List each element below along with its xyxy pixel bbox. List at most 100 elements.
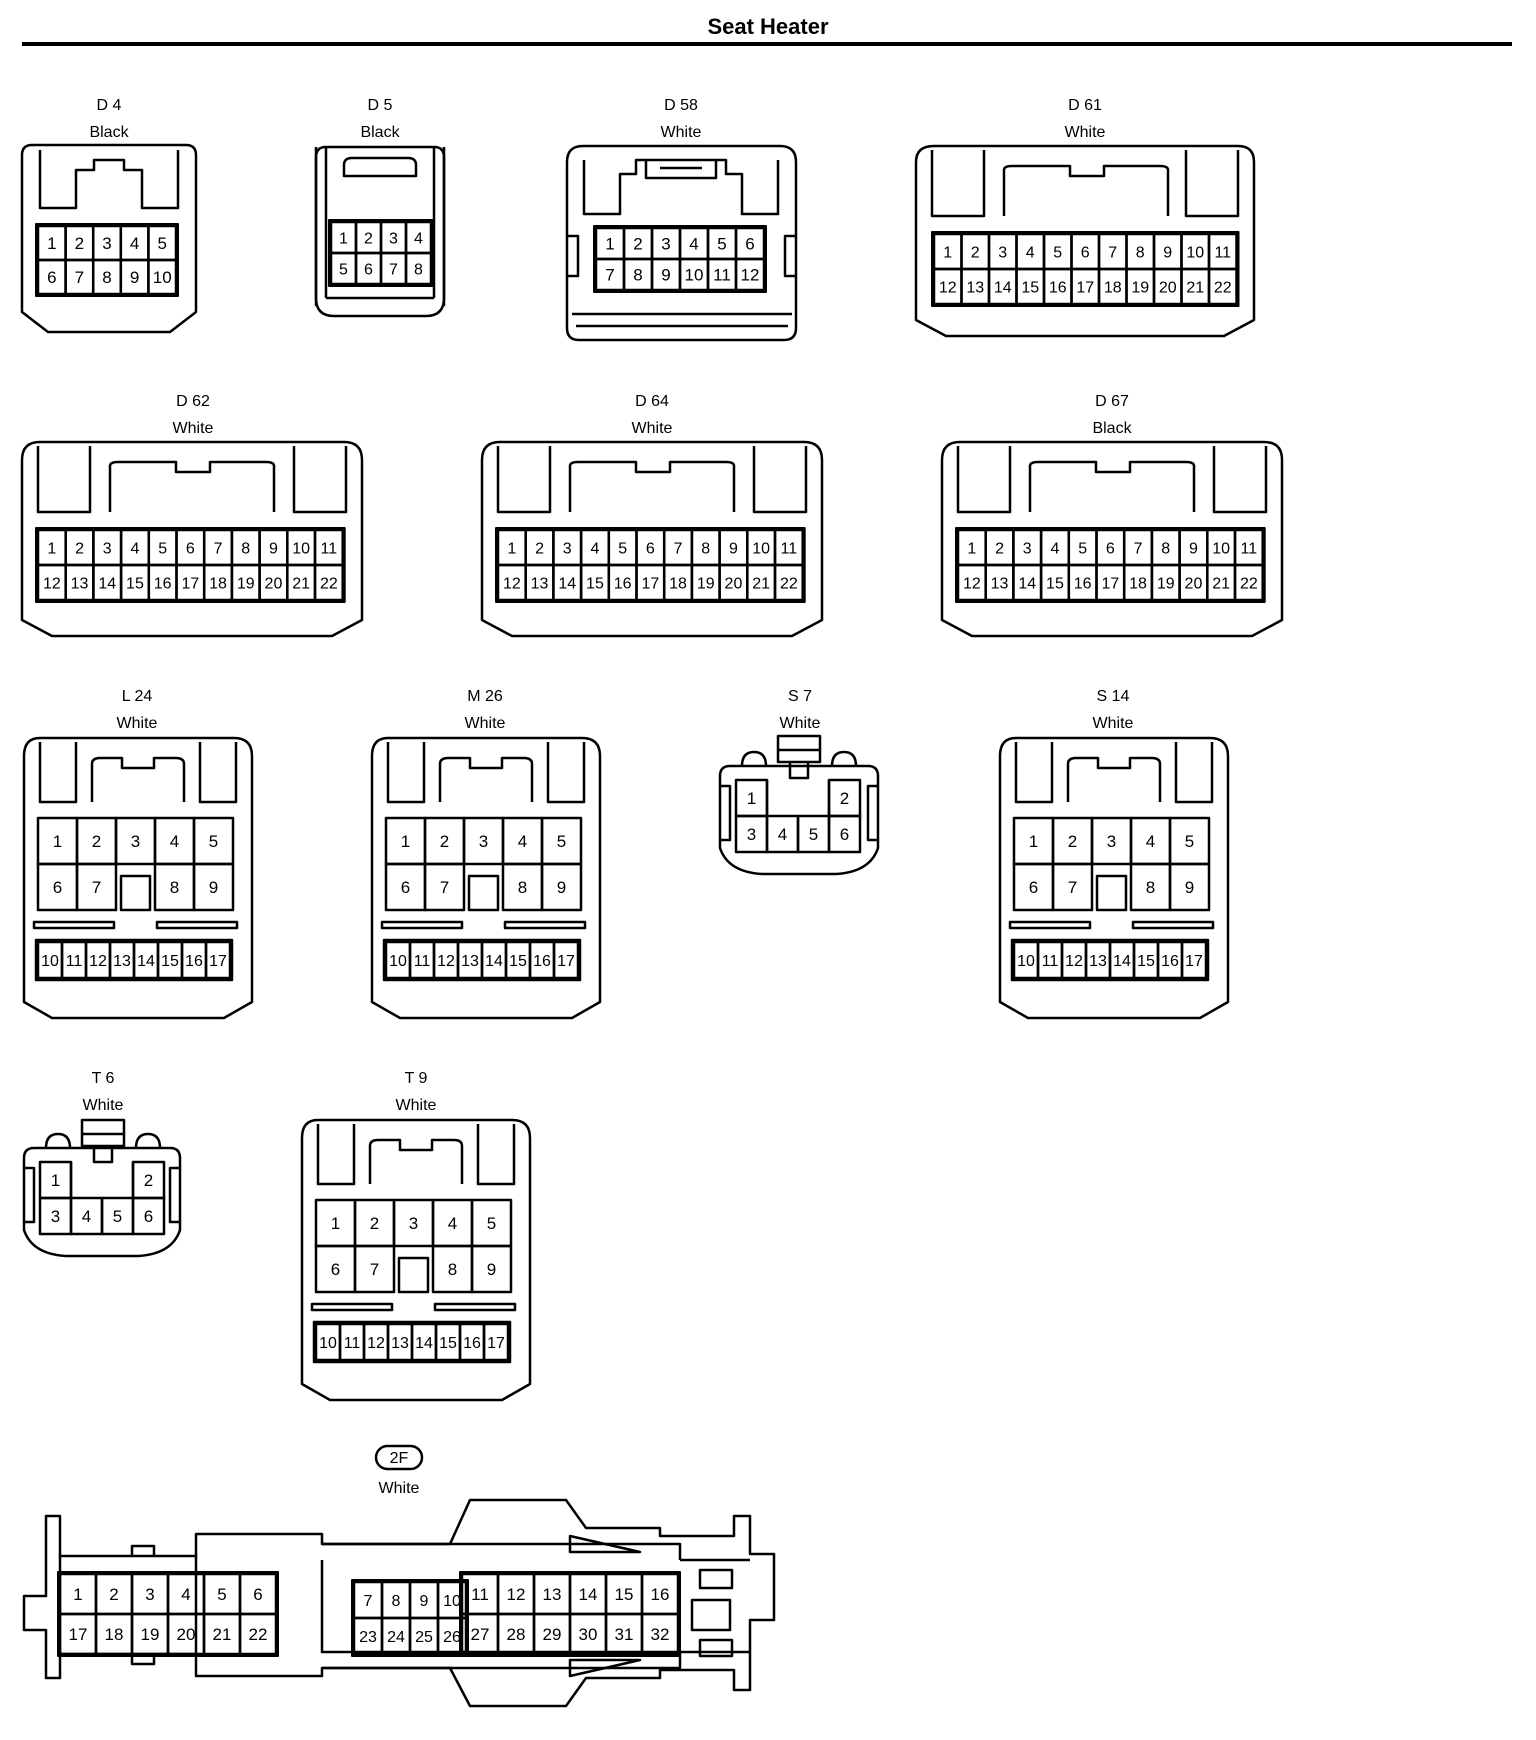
- connector-latch-inner: [644, 160, 718, 180]
- pin-number: 7: [370, 1260, 379, 1279]
- pin-box: [131, 1196, 166, 1236]
- pin-number: 27: [471, 1625, 490, 1644]
- pin-number: 16: [614, 576, 632, 593]
- pin-number: 9: [130, 268, 139, 287]
- pin-cell: 17: [482, 1322, 510, 1362]
- connector-latch: [930, 150, 1240, 218]
- pin-number: 6: [1081, 245, 1090, 262]
- pin-number: 22: [249, 1625, 268, 1644]
- pin-cell: 9: [1178, 528, 1209, 567]
- pin-cell: 1: [734, 778, 769, 818]
- pin-number: 2: [633, 235, 642, 254]
- pin-number: 4: [170, 832, 179, 851]
- pin-cell: 22: [773, 563, 804, 602]
- pin-cell: 10: [746, 528, 777, 567]
- keyway: [397, 1256, 430, 1294]
- pin-number: 16: [154, 576, 172, 593]
- pin-number: 4: [82, 1207, 91, 1226]
- pin-cell: 3: [1090, 816, 1133, 866]
- pin-number: 2: [995, 541, 1004, 558]
- pin-number: 29: [543, 1625, 562, 1644]
- pin-number: 16: [1161, 953, 1179, 970]
- connector-side-rail: [720, 784, 878, 842]
- pin-frame: [34, 938, 234, 982]
- pin-box: [313, 563, 344, 602]
- pin-number: 14: [98, 576, 116, 593]
- pin-number: 15: [126, 576, 144, 593]
- connector-latch: [386, 742, 586, 804]
- pin-cell: 3: [987, 232, 1018, 271]
- pin-cell: 10: [1206, 528, 1237, 567]
- pin-cell: 6: [238, 1572, 278, 1616]
- pin-cell: 1: [58, 1572, 98, 1616]
- pin-number: 3: [563, 541, 572, 558]
- pin-number: 20: [1159, 280, 1177, 297]
- pin-number: 3: [661, 235, 670, 254]
- connector-code: 2F: [390, 1450, 409, 1467]
- pin-number: 9: [729, 541, 738, 558]
- pin-cell: 15: [504, 940, 532, 980]
- pin-number: 10: [1186, 245, 1204, 262]
- pin-number: 1: [47, 541, 56, 558]
- pin-cell: 23: [352, 1616, 384, 1656]
- pin-number: 6: [1029, 878, 1038, 897]
- pin-number: 18: [1129, 576, 1147, 593]
- pin-cell: 1: [36, 224, 67, 262]
- pin-frame: [35, 223, 179, 297]
- pin-number: 12: [503, 576, 521, 593]
- pin-cell: 5: [147, 528, 178, 567]
- pin-cell: 14: [552, 563, 583, 602]
- pin-number: 7: [92, 878, 101, 897]
- pin-cell: 21: [1180, 267, 1211, 306]
- pin-number: 15: [439, 1335, 457, 1352]
- pin-cell: 17: [175, 563, 206, 602]
- pin-number: 13: [461, 953, 479, 970]
- pin-number: 1: [339, 231, 348, 248]
- pin-cell: 18: [94, 1612, 134, 1656]
- pin-cell: 5: [1042, 232, 1073, 271]
- pin-number: 7: [389, 262, 398, 279]
- pin-cell: 18: [662, 563, 694, 602]
- pin-cell: 15: [119, 563, 151, 602]
- pin-number: 14: [1113, 953, 1131, 970]
- pin-number: 10: [41, 953, 59, 970]
- connector-code: T 9: [405, 1070, 428, 1087]
- pin-number: 16: [463, 1335, 481, 1352]
- pin-number: 13: [543, 1585, 562, 1604]
- pin-number: 5: [339, 262, 348, 279]
- pin-cell: 22: [238, 1612, 278, 1656]
- pin-number: 6: [53, 878, 62, 897]
- pin-cell: 5: [470, 1198, 513, 1248]
- pin-cell: 9: [1152, 232, 1183, 271]
- pin-cell: 13: [386, 1322, 414, 1362]
- pin-number: 8: [414, 262, 423, 279]
- pin-number: 30: [579, 1625, 598, 1644]
- connector-color: White: [1065, 124, 1106, 141]
- pin-number: 17: [1101, 576, 1119, 593]
- pin-cell: 5: [147, 224, 178, 262]
- pin-frame: [593, 225, 767, 293]
- pin-cell: 9: [650, 257, 682, 292]
- pin-number: 13: [1089, 953, 1107, 970]
- pin-number: 13: [71, 576, 89, 593]
- pin-cell: 19: [1150, 563, 1181, 602]
- pin-frame: [931, 231, 1240, 307]
- connector-ear: [740, 750, 858, 767]
- connector-tab: [130, 1544, 156, 1666]
- pin-number: 9: [420, 1593, 429, 1610]
- pin-number: 9: [1163, 245, 1172, 262]
- pin-cell: 16: [180, 940, 208, 980]
- connector-code: L 24: [122, 688, 153, 705]
- pin-cell: 5: [540, 816, 583, 866]
- pin-cell: 3: [734, 814, 769, 854]
- pin-number: 5: [487, 1214, 496, 1233]
- pin-number: 7: [1108, 245, 1117, 262]
- pin-cell: 20: [1152, 267, 1183, 306]
- pin-cell: 8: [380, 1580, 412, 1620]
- pin-cell: 12: [956, 563, 987, 602]
- connector-housing: [370, 736, 602, 1020]
- pin-cell: 6: [36, 862, 79, 912]
- pin-number: 4: [414, 231, 423, 248]
